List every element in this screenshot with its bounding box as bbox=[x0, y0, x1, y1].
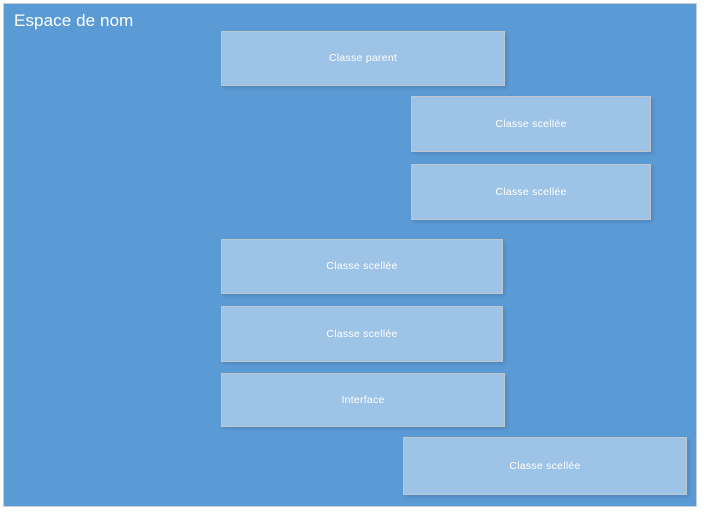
class-box-label: Classe scellée bbox=[495, 117, 567, 130]
class-box-label: Classe parent bbox=[328, 52, 398, 64]
class-box-sealed-class[interactable]: Classe scellée bbox=[411, 96, 651, 152]
class-box-sealed-class[interactable]: Classe scellée bbox=[221, 239, 503, 294]
class-box-label: Classe scellée bbox=[495, 185, 567, 198]
namespace-title: Espace de nom bbox=[14, 11, 134, 30]
class-box-label: Interface bbox=[341, 393, 385, 406]
class-box-label: Classe scellée bbox=[509, 459, 581, 472]
class-box-label: Classe scellée bbox=[326, 327, 398, 340]
class-box-label: Classe scellée bbox=[326, 260, 398, 272]
class-box-sealed-class[interactable]: Classe scellée bbox=[221, 306, 503, 362]
class-box-parent-class[interactable]: Classe parent bbox=[221, 31, 505, 86]
class-box-sealed-class[interactable]: Classe scellée bbox=[403, 437, 687, 495]
class-box-interface[interactable]: Interface bbox=[221, 373, 505, 427]
class-box-sealed-class[interactable]: Classe scellée bbox=[411, 164, 651, 220]
